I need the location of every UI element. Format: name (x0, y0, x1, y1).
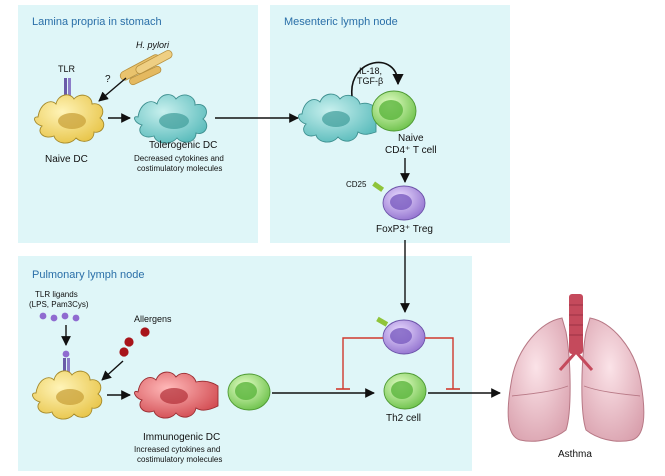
h-pylori-label: H. pylori (136, 40, 170, 50)
lungs-illustration (507, 294, 645, 442)
tlr-receptor (64, 78, 71, 98)
naive-dc-label: Naive DC (45, 154, 88, 165)
pulmonary-treg-cell (376, 316, 426, 355)
tgfb-label: TGF-β (357, 76, 383, 86)
arrow-cytokine-loop (351, 61, 404, 97)
th2-label: Th2 cell (386, 413, 421, 424)
tlr-label: TLR (58, 64, 76, 74)
th2-cell (383, 372, 427, 410)
pulmonary-naive-dc-cell (32, 370, 103, 420)
arrow-allergens-to-dc (101, 360, 124, 381)
naive-t-label-line2: CD4⁺ T cell (385, 145, 437, 156)
il18-label: IL-18, (359, 66, 382, 76)
arrow-hpylori-to-naive-dc (98, 77, 127, 102)
naive-t-cell (371, 90, 417, 132)
immunogenic-desc-line1: Increased cytokines and (134, 445, 220, 454)
immunogenic-desc-line2: costimulatory molecules (137, 455, 222, 464)
treg-cell (372, 181, 426, 221)
naive-t-label-line1: Naive (398, 133, 424, 144)
stomach-panel-title: Lamina propria in stomach (32, 16, 162, 28)
mesenteric-panel-title: Mesenteric lymph node (284, 16, 398, 28)
question-mark: ? (105, 74, 111, 85)
mesenteric-dc-cell (298, 93, 377, 143)
tlr-ligands-label-line2: (LPS, Pam3Cys) (29, 300, 89, 309)
inhibition-line-right (425, 337, 454, 389)
tlr-ligands-label-line1: TLR ligands (35, 290, 78, 299)
pulmonary-t-cell (227, 373, 271, 411)
pulmonary-panel-title: Pulmonary lymph node (32, 269, 145, 281)
pulmonary-panel (18, 256, 472, 471)
inhibition-line-left (342, 337, 383, 389)
h-pylori-bacteria (119, 50, 173, 86)
immunogenic-dc-cell (134, 371, 219, 419)
tolerogenic-desc-line1: Decreased cytokines and (134, 154, 224, 163)
tlr-ligands (39, 312, 80, 322)
tolerogenic-desc-line2: costimulatory molecules (137, 164, 222, 173)
allergens-label: Allergens (134, 314, 172, 324)
foxp3-treg-label: FoxP3⁺ Treg (376, 224, 433, 235)
cd25-label: CD25 (346, 180, 367, 189)
immunogenic-dc-label: Immunogenic DC (143, 432, 220, 443)
bound-tlr-receptor (62, 350, 70, 372)
allergen-particles (119, 327, 150, 357)
tolerogenic-dc-cell (134, 94, 208, 144)
naive-dc-cell (34, 94, 105, 144)
tolerogenic-dc-label: Tolerogenic DC (149, 140, 217, 151)
asthma-label: Asthma (558, 449, 592, 460)
